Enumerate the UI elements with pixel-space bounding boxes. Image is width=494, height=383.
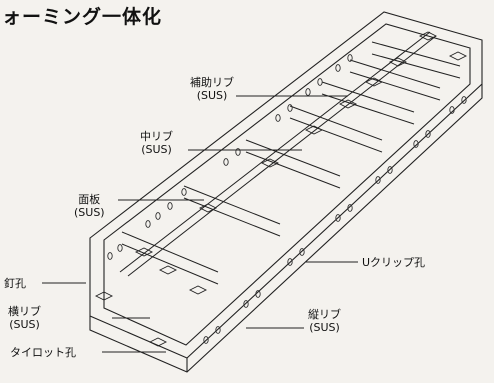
label-kugi-ana: 釘孔 bbox=[4, 277, 26, 290]
panel-frame bbox=[89, 11, 483, 373]
label-tairotto-ana: タイロット孔 bbox=[10, 346, 76, 359]
label-menita-name: 面板 bbox=[78, 193, 101, 206]
label-yoko-rib-material: (SUS) bbox=[9, 318, 40, 331]
label-naka-rib: 中リブ (SUS) bbox=[140, 130, 173, 156]
label-tate-rib-name: 縦リブ bbox=[308, 308, 341, 321]
label-yoko-rib-name: 横リブ bbox=[8, 305, 41, 318]
label-naka-rib-material: (SUS) bbox=[141, 143, 172, 156]
label-u-clip-ana: Uクリップ孔 bbox=[362, 256, 425, 269]
label-menita-material: (SUS) bbox=[74, 206, 105, 219]
label-hojo-rib-material: (SUS) bbox=[196, 89, 228, 102]
cross-ribs bbox=[121, 41, 461, 285]
tie-rod-holes bbox=[94, 31, 468, 347]
page-title: ォーミング一体化 bbox=[2, 6, 163, 28]
label-menita: 面板 (SUS) bbox=[74, 193, 105, 219]
label-hojo-rib-name: 補助リブ bbox=[190, 76, 234, 89]
u-clip-holes bbox=[107, 54, 467, 344]
label-tairotto-ana-name: タイロット孔 bbox=[10, 346, 76, 359]
label-tate-rib: 縦リブ (SUS) bbox=[308, 308, 341, 334]
label-yoko-rib: 横リブ (SUS) bbox=[8, 305, 41, 331]
label-u-clip-ana-name: Uクリップ孔 bbox=[362, 256, 426, 269]
label-tate-rib-material: (SUS) bbox=[309, 321, 340, 334]
label-naka-rib-name: 中リブ bbox=[140, 130, 173, 143]
label-kugi-ana-name: 釘孔 bbox=[4, 277, 26, 290]
center-rib bbox=[119, 31, 437, 277]
leader-lines bbox=[42, 95, 358, 353]
label-hojo-rib: 補助リブ (SUS) bbox=[190, 76, 234, 102]
